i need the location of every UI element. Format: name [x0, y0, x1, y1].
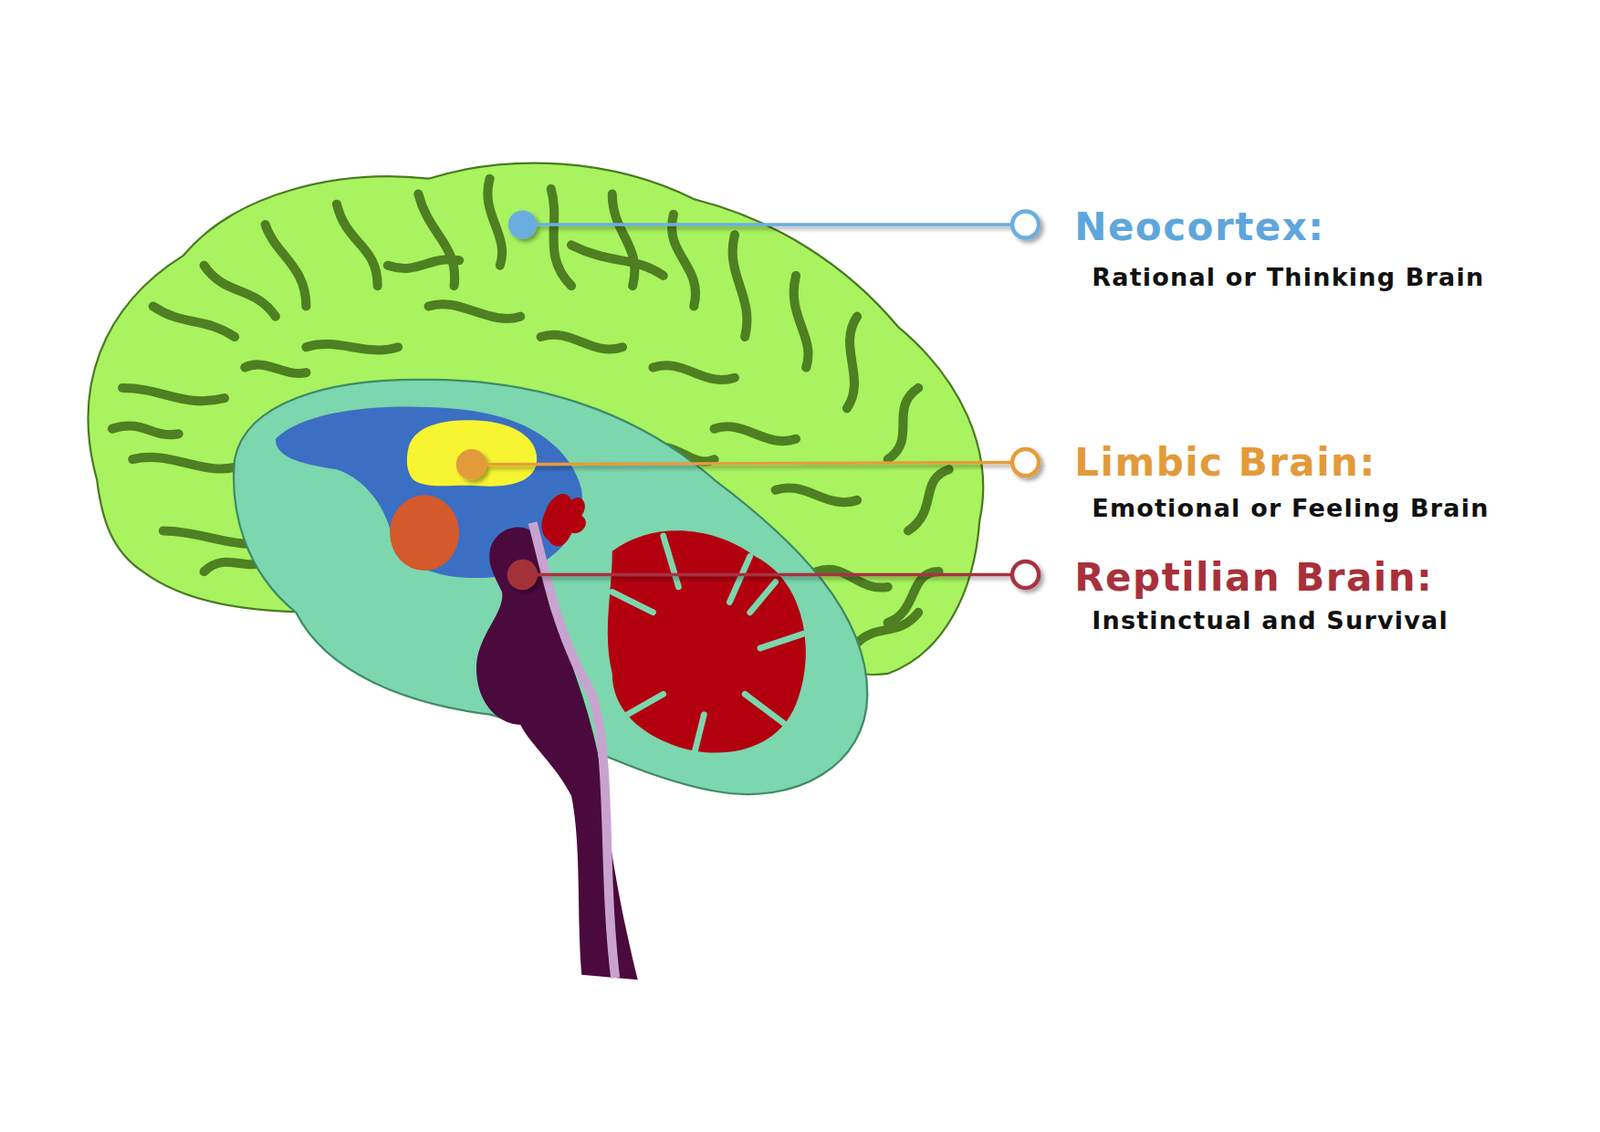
leader-line: [471, 462, 1026, 465]
heading-label: Reptilian Brain:: [1074, 558, 1433, 597]
heading-label: Limbic Brain:: [1074, 443, 1377, 482]
description-label: Instinctual and Survival: [1091, 607, 1449, 633]
brainstem-stripe: [533, 522, 617, 978]
description-label: Rational or Thinking Brain: [1091, 264, 1485, 290]
cerebellum-fissures: [612, 535, 806, 755]
leader-end: [1012, 561, 1039, 588]
leader-dot: [508, 209, 537, 239]
description-label: Emotional or Feeling Brain: [1091, 495, 1489, 521]
leader-dot: [456, 449, 488, 481]
cerebellum-top: [542, 493, 586, 546]
thalamus: [407, 419, 537, 486]
leader-dot: [507, 559, 539, 591]
leader-end: [1012, 449, 1039, 476]
leader-line: [522, 222, 1025, 226]
amygdala: [389, 494, 460, 571]
leader-end: [1012, 211, 1039, 239]
leader-line: [522, 573, 1025, 576]
leader-lines: [456, 209, 1039, 590]
heading-label: Neocortex:: [1074, 208, 1325, 247]
